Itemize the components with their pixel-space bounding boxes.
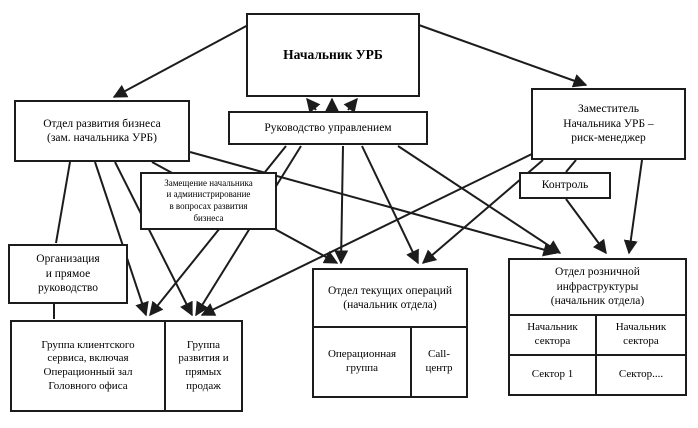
arrow	[623, 159, 643, 255]
node-control-label: Контроль	[519, 172, 611, 199]
node-client-groups: Группа клиентского сервиса, включая Опер…	[10, 320, 243, 412]
arrow	[361, 145, 419, 265]
arrow	[306, 97, 321, 114]
node-management: Руководство управлением	[228, 111, 428, 145]
arrow	[343, 97, 358, 114]
node-deputy-risk-manager: Заместитель Начальника УРБ – риск-менедж…	[531, 88, 686, 160]
node-sector-1: Сектор 1	[510, 356, 597, 394]
node-organization-label: Организация и прямое руководство	[8, 244, 128, 304]
node-client-service-group: Группа клиентского сервиса, включая Опер…	[12, 322, 166, 410]
node-business-dev: Отдел развития бизнеса (зам. начальника …	[14, 100, 190, 162]
arrow	[415, 23, 588, 88]
node-dev-sales-group: Группа развития и прямых продаж	[178, 338, 229, 392]
arrow	[397, 145, 562, 254]
node-substitution-label: Замещение начальника и администрирование…	[140, 172, 277, 230]
arrow	[189, 151, 558, 257]
connector	[565, 159, 577, 173]
node-retail-infra-block: Отдел розничной инфраструктуры (начальни…	[508, 258, 687, 396]
arrow	[112, 23, 251, 98]
node-head-urb: Начальник УРБ	[246, 13, 420, 97]
arrow	[565, 198, 607, 255]
node-retail-infra: Отдел розничной инфраструктуры (начальни…	[510, 260, 685, 316]
connector	[55, 161, 71, 244]
node-sector-head-1: Начальник сектора	[510, 316, 597, 354]
node-current-ops-block: Отдел текущих операций (начальник отдела…	[312, 268, 468, 398]
arrow	[114, 161, 193, 317]
node-sector-head-2: Начальник сектора	[615, 321, 667, 347]
arrow	[94, 161, 149, 317]
node-current-ops: Отдел текущих операций (начальник отдела…	[314, 270, 466, 328]
node-sector-more: Сектор....	[618, 368, 664, 381]
arrow	[195, 145, 302, 317]
arrow	[334, 145, 349, 265]
node-call-center: Call- центр	[425, 348, 453, 374]
node-operational-group: Операционная группа	[314, 328, 412, 396]
arrow	[200, 151, 537, 316]
